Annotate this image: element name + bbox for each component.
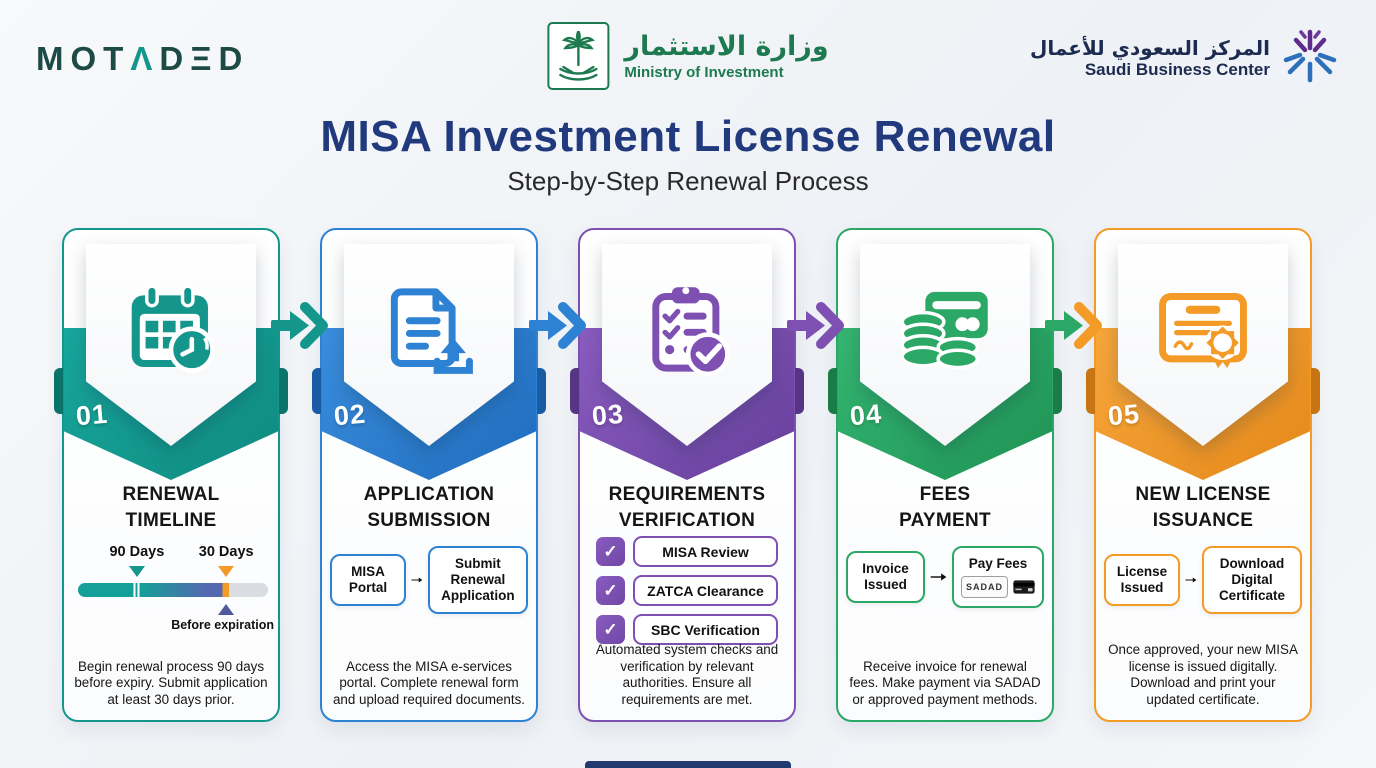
pay-fees-box: Pay Fees SADAD [952,546,1044,608]
page-subtitle: Step-by-Step Renewal Process [507,166,869,196]
step-description: Begin renewal process 90 days before exp… [74,658,268,707]
ministry-english-name: Ministry of Investment [624,63,784,81]
download-digital-certificate-box: Download Digital Certificate [1201,546,1302,614]
clipboard-check-icon [652,287,730,377]
renewal-timeline-widget: 90 Days 30 Days Before expiration [78,544,274,644]
checklist-item: ✓ SBC Verification [596,614,778,645]
timeline-30-marker [218,566,235,577]
document-upload-icon [390,288,473,374]
step-arrow-4-icon [1045,302,1102,349]
submission-flow: MISA Portal Submit Renewal Application [330,546,528,614]
ribbon-fold [1053,368,1062,414]
checkbox-checked-icon: ✓ [596,615,625,644]
ministry-of-investment-logo: وزارة الاستثمار Ministry of Investment [547,22,829,90]
ministry-arabic-name: وزارة الاستثمار [624,30,829,62]
bottom-accent-bar [585,761,791,768]
ribbon-fold [312,368,321,414]
zatca-clearance-pill: ZATCA Clearance [633,575,778,606]
before-expiration-label: Before expiration [171,618,274,632]
step-number: 02 [332,398,368,432]
timeline-expiration-marker [218,604,235,615]
misa-review-pill: MISA Review [633,536,778,567]
saudi-emblem-icon [547,22,610,90]
step-number: 05 [1106,398,1142,432]
ribbon-fold [54,368,63,414]
step-icon-badge [602,244,772,446]
step-icon-badge [86,244,256,446]
timeline-tick [133,583,140,597]
saudi-business-center-logo: المركز السعودي للأعمال Saudi Business Ce… [1030,28,1338,89]
step-icon-badge [344,244,514,446]
checkbox-checked-icon: ✓ [596,537,625,566]
ribbon-fold [1311,368,1320,414]
verification-checklist: ✓ MISA Review ✓ ZATCA Clearance ✓ SBC Ve… [596,536,778,645]
ribbon-fold [828,368,837,414]
step-description: Automated system checks and verification… [595,642,779,707]
flow-arrow-icon [1185,577,1197,583]
motaded-logo-text: MOT [36,40,131,77]
timeline-progress-bar [78,583,268,597]
step-arrow-2-icon [529,302,586,349]
flow-arrow-icon [930,573,947,581]
step-description: Receive invoice for renewal fees. Make p… [849,658,1041,707]
issuance-flow: License Issued Download Digital Certific… [1104,546,1302,614]
invoice-issued-box: Invoice Issued [846,551,925,603]
sbc-verification-pill: SBC Verification [633,614,778,645]
timeline-30-days-label: 30 Days [198,544,254,560]
certificate-icon [1159,293,1247,369]
step-icon-badge [860,244,1030,446]
step-description: Access the MISA e-services portal. Compl… [332,658,526,707]
ribbon-fold [537,368,546,414]
motaded-logo: MOTΛDΞD [36,40,250,77]
step-arrow-3-icon [787,302,844,349]
checklist-item: ✓ ZATCA Clearance [596,575,778,606]
pay-fees-label: Pay Fees [968,556,1028,571]
motaded-logo-accent: Λ [130,40,160,77]
step-number: 04 [848,398,884,432]
calendar-clock-icon [131,284,215,373]
step-arrow-1-icon [271,302,328,349]
checkbox-checked-icon: ✓ [596,576,625,605]
step-number: 03 [590,398,626,432]
step-number: 01 [74,398,110,432]
payment-coins-icon [900,291,988,370]
sbc-english-name: Saudi Business Center [1084,60,1270,80]
sbc-starburst-icon [1282,28,1338,89]
flow-arrow-icon [411,577,423,583]
credit-card-icon [1013,580,1035,594]
misa-portal-box: MISA Portal [330,554,406,606]
ribbon-fold [570,368,579,414]
page-title: MISA Investment License Renewal [320,112,1056,161]
ribbon-fold [279,368,288,414]
payment-flow: Invoice Issued Pay Fees SADAD [846,546,1044,608]
step-description: Once approved, your new MISA license is … [1108,642,1298,707]
timeline-90-marker [128,566,145,577]
sbc-arabic-name: المركز السعودي للأعمال [1030,36,1270,61]
sadad-badge: SADAD [961,576,1009,598]
ribbon-fold [795,368,804,414]
submit-renewal-application-box: Submit Renewal Application [427,546,528,614]
timeline-90-days-label: 90 Days [109,544,165,560]
ribbon-fold [1086,368,1095,414]
license-issued-box: License Issued [1104,554,1180,606]
checklist-item: ✓ MISA Review [596,536,778,567]
step-icon-badge [1118,244,1288,446]
